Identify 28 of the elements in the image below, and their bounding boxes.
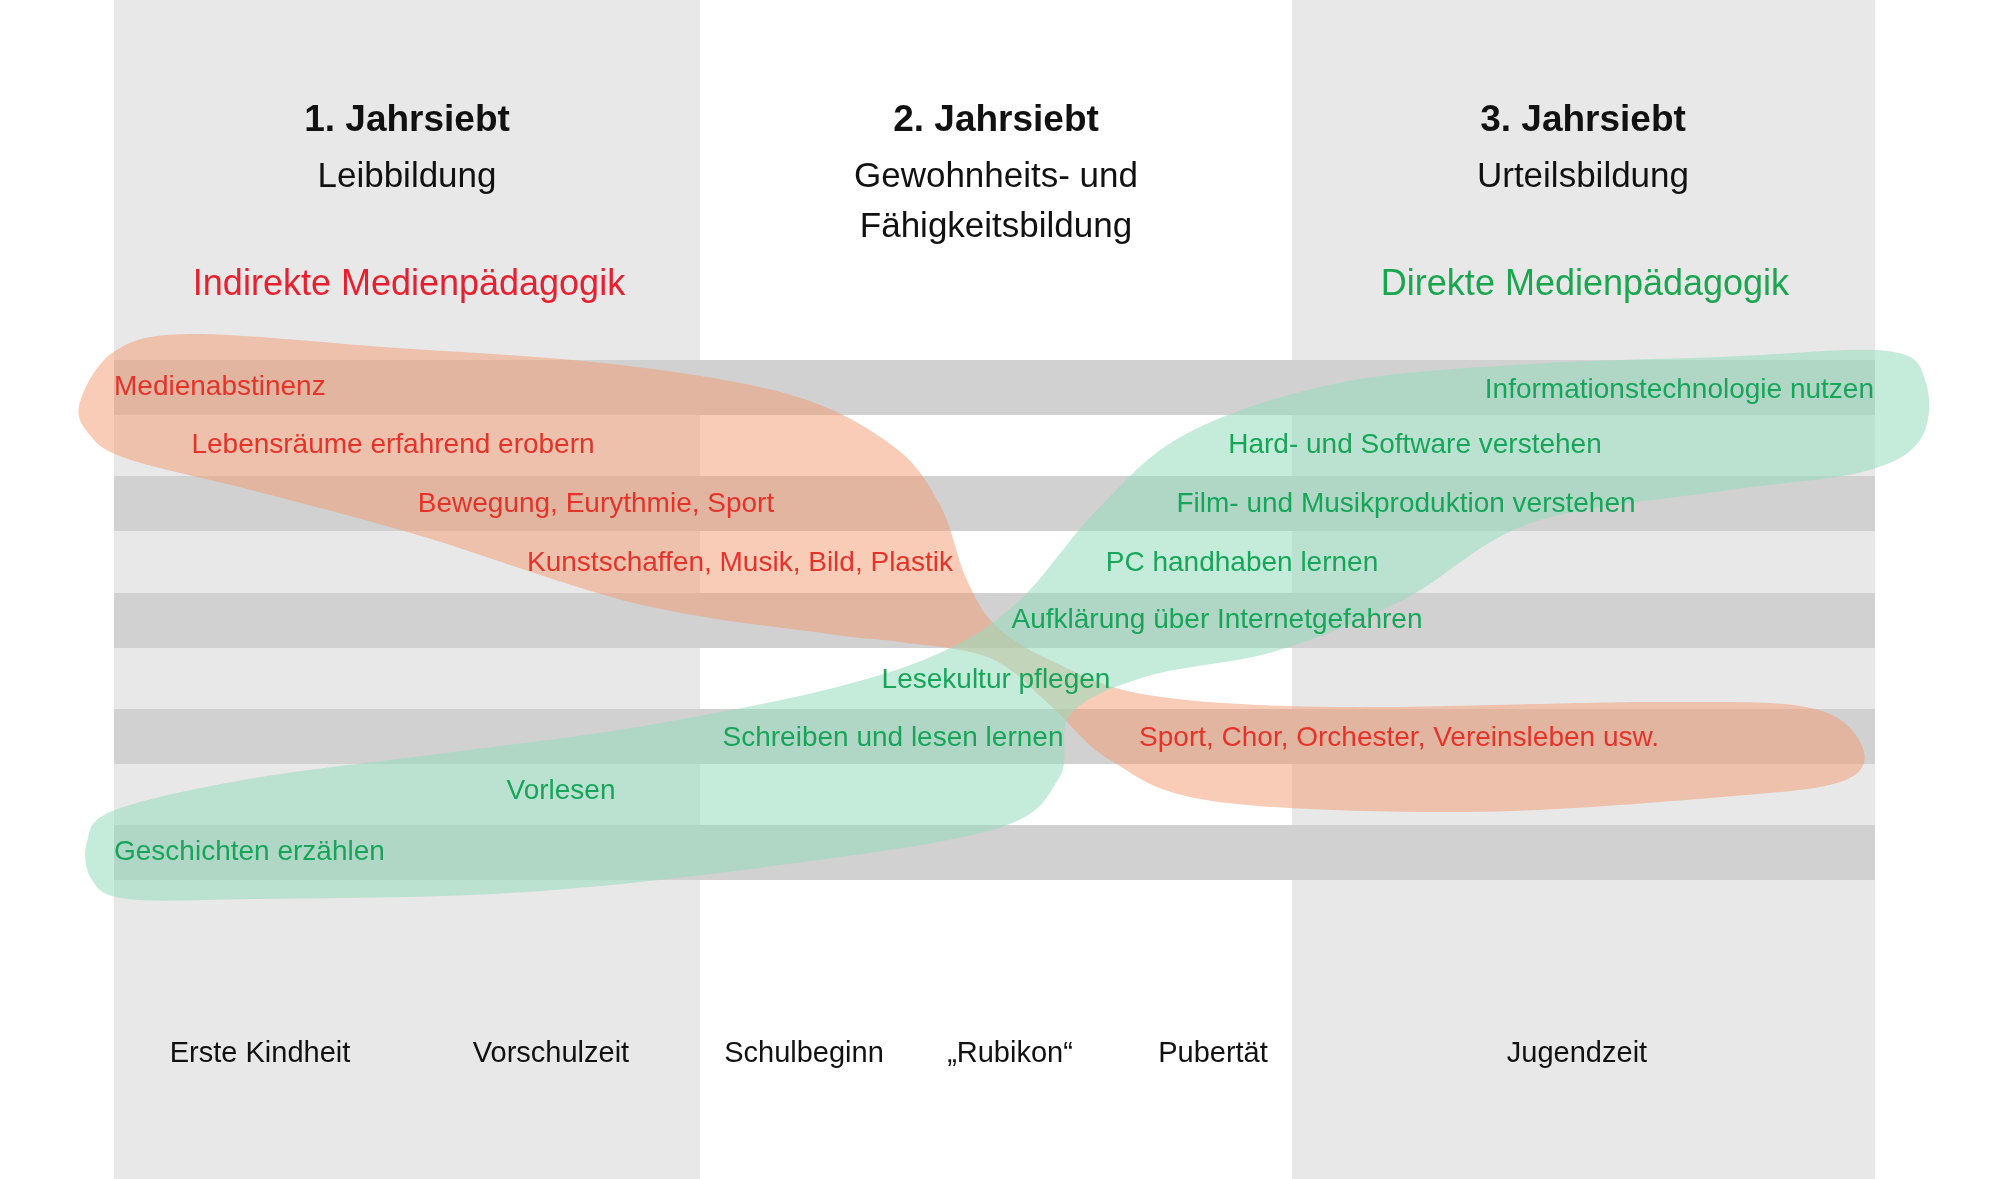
topic-label: Lebensräume erfahrend erobern — [191, 427, 595, 461]
topic-label: Medienabstinenz — [114, 369, 326, 403]
topic-label: Hard- und Software verstehen — [1228, 427, 1602, 461]
phase-label: „Rubikon“ — [947, 1034, 1073, 1070]
section-heading: Indirekte Medienpädagogik — [192, 261, 626, 305]
column-subheading: Urteilsbildung — [1476, 154, 1690, 196]
column-subheading: Leibbildung — [317, 154, 497, 196]
column-heading: 1. Jahrsiebt — [304, 96, 510, 141]
column-heading: 2. Jahrsiebt — [893, 96, 1099, 141]
topic-label: PC handhaben lernen — [1105, 545, 1379, 579]
topic-label: Schreiben und lesen lernen — [722, 720, 1064, 754]
topic-label: Lesekultur pflegen — [881, 662, 1111, 696]
topic-label: Informationstechnologie nutzen — [1484, 372, 1874, 406]
column-subheading: Gewohnheits- und Fähigkeitsbildung — [852, 154, 1140, 246]
phase-label: Erste Kindheit — [169, 1034, 351, 1070]
topic-label: Bewegung, Eurythmie, Sport — [417, 486, 775, 520]
topic-label: Kunstschaffen, Musik, Bild, Plastik — [527, 545, 953, 579]
phase-label: Pubertät — [1158, 1034, 1268, 1070]
phase-label: Vorschulzeit — [472, 1034, 630, 1070]
phase-label: Schulbeginn — [724, 1034, 884, 1070]
phase-label: Jugendzeit — [1506, 1034, 1648, 1070]
topic-label: Sport, Chor, Orchester, Vereinsleben usw. — [1139, 720, 1659, 754]
topic-label: Vorlesen — [506, 773, 616, 807]
topic-label: Geschichten erzählen — [114, 834, 385, 868]
section-heading: Direkte Medienpädagogik — [1380, 261, 1790, 305]
column-heading: 3. Jahrsiebt — [1480, 96, 1686, 141]
topic-label: Film- und Musikproduktion verstehen — [1176, 486, 1636, 520]
topic-label: Aufklärung über Internetgefahren — [1011, 602, 1423, 636]
